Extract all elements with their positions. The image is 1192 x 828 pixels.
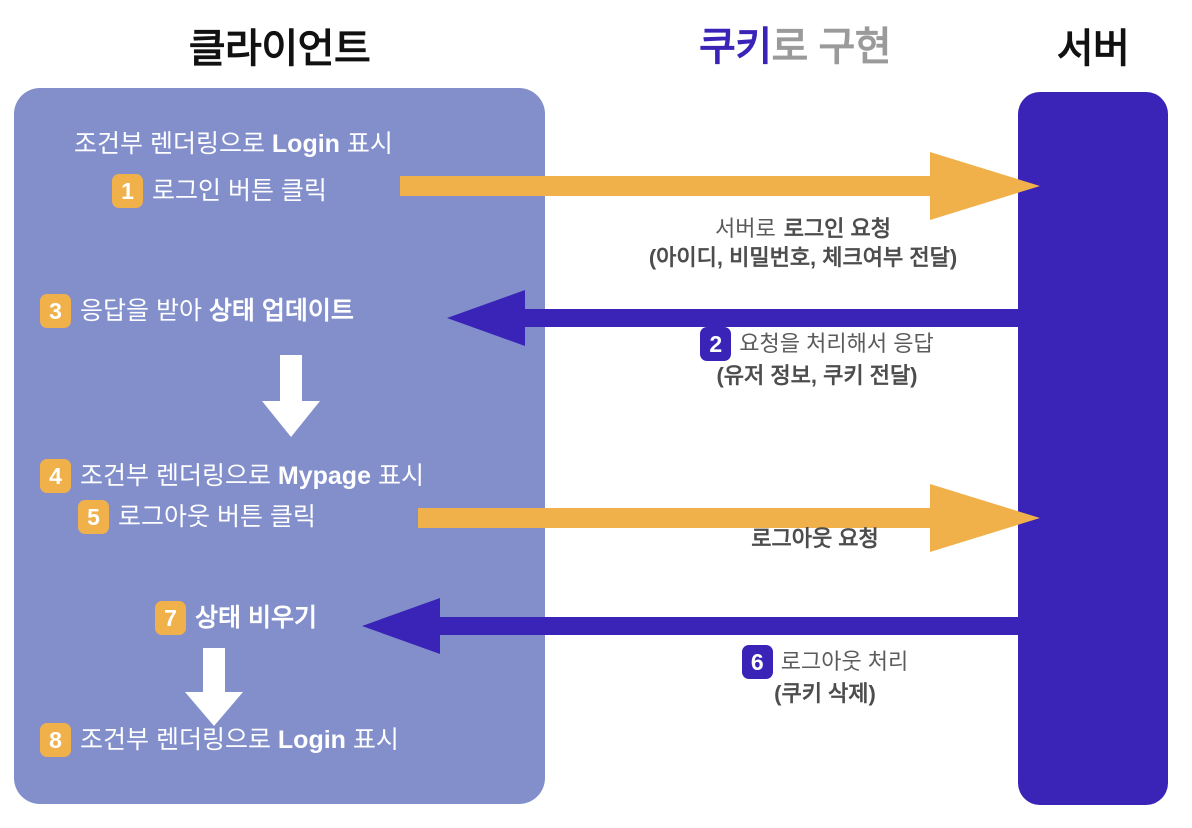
note-line-2: (아이디, 비밀번호, 체크여부 전달) [648,245,958,271]
note-line-1: 서버로 로그인 요청 [714,216,892,241]
client-step-text: 상태 비우기 [195,603,317,632]
header-server: 서버 [1000,16,1186,74]
note-login-request: 서버로 로그인 요청 (아이디, 비밀번호, 체크여부 전달) [588,214,1018,272]
arrow-logout-response [362,598,1023,654]
arrow-login-request [400,152,1040,220]
step-badge-2: 2 [700,327,732,361]
note-logout-request: 로그아웃 요청 [600,524,1030,553]
client-step-row-login-render: 조건부 렌더링으로 Login 표시 [74,130,393,159]
note-line-2: (쿠키 삭제) [774,681,876,706]
step-badge-6: 6 [741,645,773,679]
client-step-row-5[interactable]: 5 로그아웃 버튼 클릭 [78,500,316,534]
header-server-label: 서버 [1056,27,1130,71]
client-step-text: 조건부 렌더링으로 Mypage 표시 [80,461,424,490]
header-cookie-highlight: 쿠키 [698,25,772,69]
arrow-logout-request [418,484,1040,552]
header-client-label: 클라이언트 [188,27,371,71]
client-lane [14,88,545,804]
note-line-1: 로그아웃 요청 [751,526,879,551]
header-client: 클라이언트 [14,16,545,74]
arrow-client-flow-down-1 [262,355,320,437]
client-step-row-3[interactable]: 3 응답을 받아 상태 업데이트 [40,294,354,328]
client-step-text: 로그인 버튼 클릭 [152,176,327,205]
step-badge-1: 1 [112,174,143,208]
arrow-client-flow-down-2 [185,648,243,726]
client-step-text: 로그아웃 버튼 클릭 [118,502,316,531]
header-middle: 쿠키로 구현 [600,14,990,72]
client-step-row-7[interactable]: 7 상태 비우기 [155,601,317,635]
step-badge-7: 7 [155,601,186,635]
header-implemented-with-label: 로 구현 [771,25,892,69]
client-step-text: 조건부 렌더링으로 Login 표시 [80,725,399,754]
client-step-text: 조건부 렌더링으로 Login 표시 [74,130,393,158]
step-badge-8: 8 [40,723,71,757]
client-step-text: 응답을 받아 상태 업데이트 [80,296,354,325]
server-lane [1018,92,1168,805]
client-step-row-4[interactable]: 4 조건부 렌더링으로 Mypage 표시 [40,459,424,493]
client-step-row-8[interactable]: 8 조건부 렌더링으로 Login 표시 [40,723,399,757]
step-badge-5: 5 [78,500,109,534]
client-step-row-1[interactable]: 1 로그인 버튼 클릭 [112,174,327,208]
step-badge-4: 4 [40,459,71,493]
step-badge-3: 3 [40,294,71,328]
note-line-2: (유저 정보, 쿠키 전달) [716,363,918,388]
arrow-login-response [447,290,1023,346]
